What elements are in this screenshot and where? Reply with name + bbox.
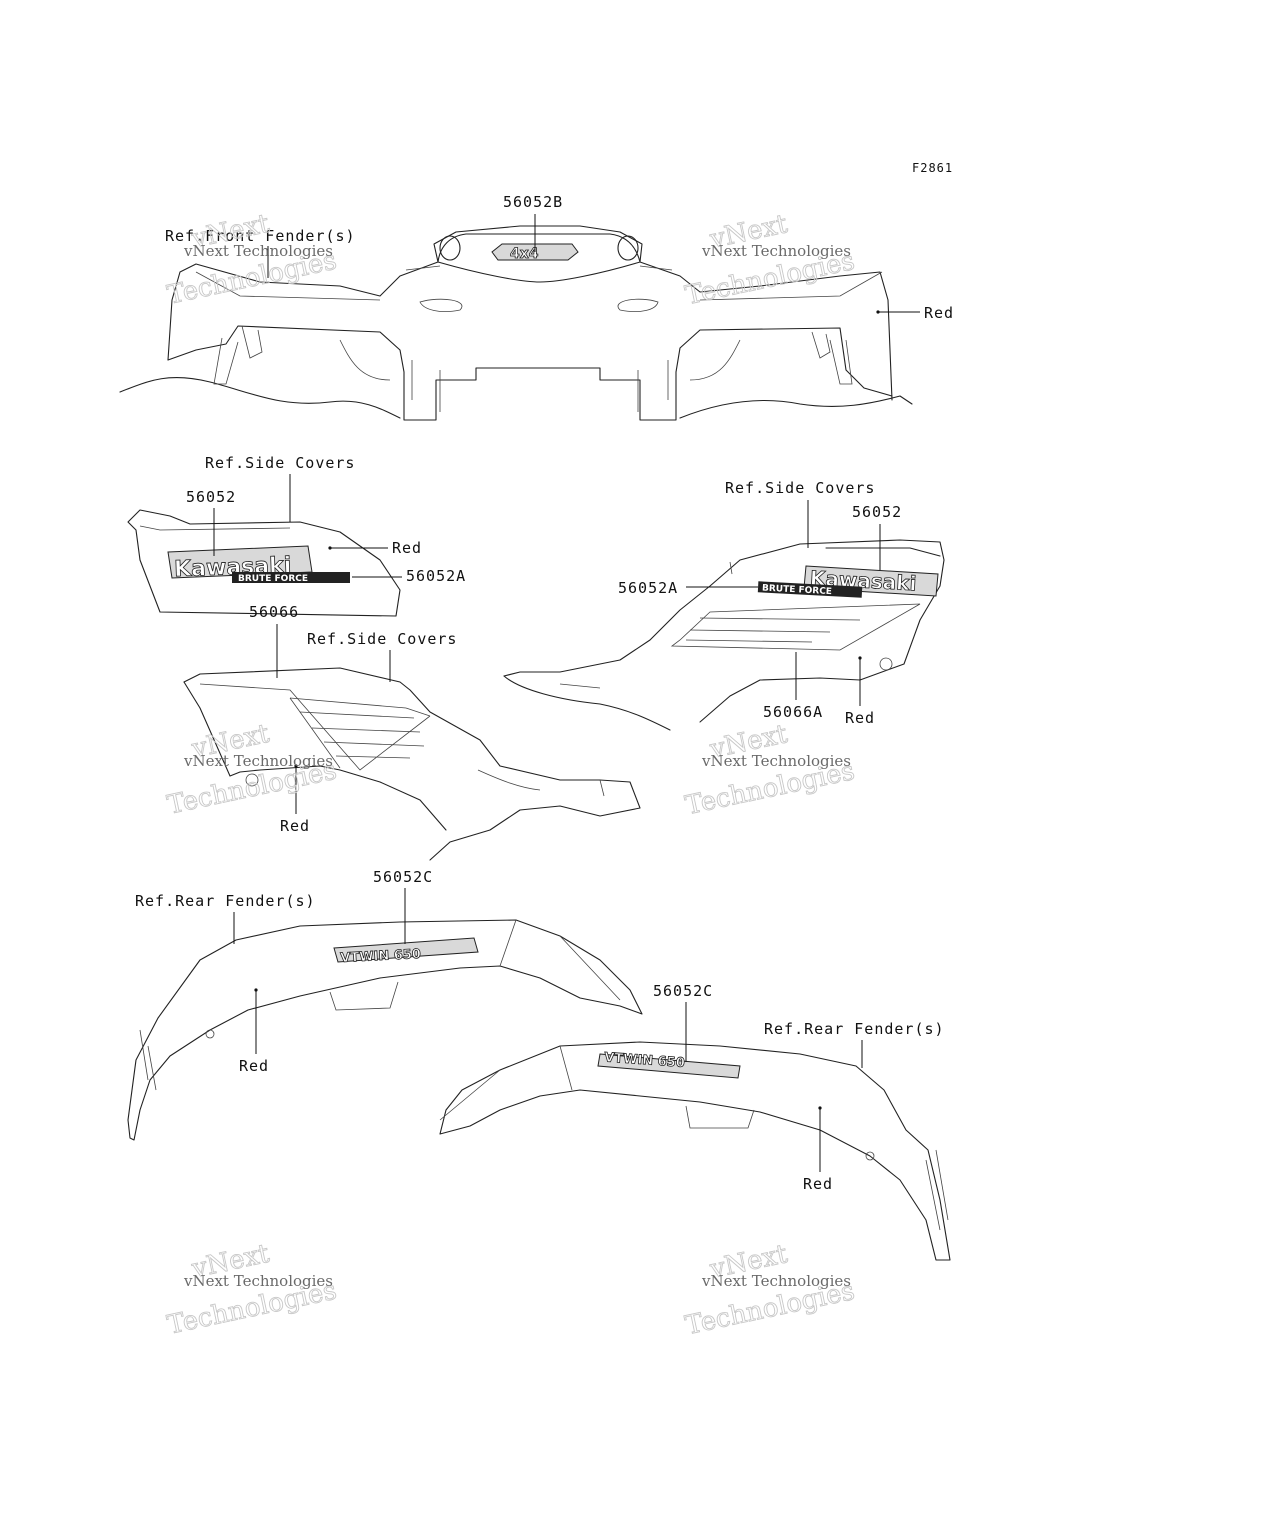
watermark-top-left: vNext Technologies vNext Technologies (164, 208, 339, 311)
callout-red-left-upper: Red (392, 539, 422, 557)
watermark-top-right: vNext Technologies vNext Technologies (682, 209, 857, 312)
svg-text:vNext Technologies: vNext Technologies (183, 1272, 333, 1290)
rear-fender-right-drawing: VTWIN 650 (439, 1041, 951, 1261)
callout-red-left-lower: Red (280, 817, 310, 835)
callout-ref-rear-fender-right: Ref.Rear Fender(s) (764, 1020, 945, 1038)
callout-56052c-right: 56052C (653, 982, 713, 1000)
callout-56052c-left: 56052C (373, 868, 433, 886)
figure-code: F2861 (912, 161, 953, 175)
callout-56052a-left: 56052A (406, 567, 466, 585)
svg-text:vNext Technologies: vNext Technologies (701, 752, 851, 770)
watermark-bottom-right: vNext Technologies vNext Technologies (682, 1239, 857, 1342)
front-fender-drawing: 4x4 (119, 225, 913, 421)
svg-text:vNext Technologies: vNext Technologies (183, 242, 333, 260)
callout-front-red: Red (924, 304, 954, 322)
callout-56052-left: 56052 (186, 488, 236, 506)
vtwin-emblem-left: VTWIN 650 (340, 947, 421, 966)
callout-red-rear-right: Red (803, 1175, 833, 1193)
left-side-cover-upper-drawing: Kawasaki BRUTE FORCE (127, 509, 401, 617)
svg-text:vNext Technologies: vNext Technologies (701, 1272, 851, 1290)
callout-red-rear-left: Red (239, 1057, 269, 1075)
four-by-four-emblem: 4x4 (510, 246, 539, 262)
callout-ref-front-fender: Ref.Front Fender(s) (165, 227, 356, 245)
callout-56066a: 56066A (763, 703, 823, 721)
svg-text:vNext Technologies: vNext Technologies (183, 752, 333, 770)
watermark-mid-right: vNext Technologies vNext Technologies (682, 719, 857, 822)
watermark-mid-left: vNext Technologies vNext Technologies (164, 718, 339, 821)
watermark-bottom-left: vNext Technologies vNext Technologies (164, 1238, 339, 1341)
callout-56052b: 56052B (503, 193, 563, 211)
brute-force-emblem-right: BRUTE FORCE (762, 583, 832, 597)
callout-56052a-right: 56052A (618, 579, 678, 597)
callout-56052-right: 56052 (852, 503, 902, 521)
callout-ref-side-covers-left: Ref.Side Covers (205, 454, 355, 472)
svg-text:vNext Technologies: vNext Technologies (701, 242, 851, 260)
left-side-cover-lower-drawing (183, 667, 641, 861)
callout-ref-side-covers-right: Ref.Side Covers (725, 479, 875, 497)
brute-force-emblem-left: BRUTE FORCE (238, 574, 308, 584)
callout-56066: 56066 (249, 603, 299, 621)
callout-ref-rear-fender-left: Ref.Rear Fender(s) (135, 892, 316, 910)
callout-ref-side-covers-lower: Ref.Side Covers (307, 630, 457, 648)
rear-fender-left-drawing: VTWIN 650 (127, 919, 643, 1141)
right-side-cover-drawing: Kawasaki BRUTE FORCE (503, 539, 945, 731)
callout-red-right-side: Red (845, 709, 875, 727)
vtwin-emblem-right: VTWIN 650 (604, 1050, 686, 1071)
